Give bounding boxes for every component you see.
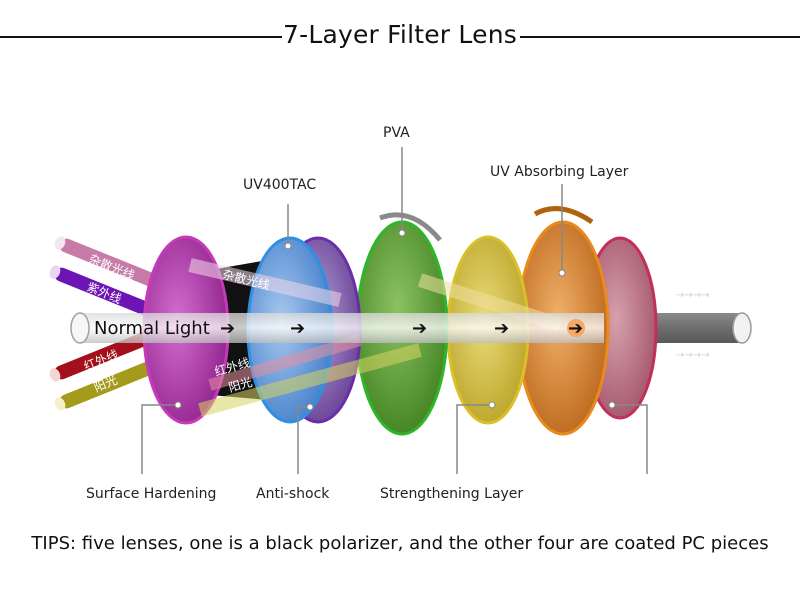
page-title: 7-Layer Filter Lens (283, 20, 517, 49)
label-surface-hardening: Surface Hardening (86, 486, 217, 502)
callout-dots (174, 229, 616, 411)
stray-light-label: 杂散光线 (87, 251, 137, 283)
normal-light-label: Normal Light (94, 318, 210, 339)
title-rule-right (520, 36, 800, 38)
tips-text: TIPS: five lenses, one is a black polari… (31, 533, 769, 554)
normal-light-beam: Normal Light ➔ ➔ ➔ ➔ ➔ (70, 312, 604, 344)
svg-text:→→→→: →→→→ (676, 290, 710, 301)
arrow-icon: ➔ (290, 318, 305, 339)
callout-lines (141, 147, 648, 474)
label-uv-absorbing: UV Absorbing Layer (490, 164, 629, 180)
label-uv400tac: UV400TAC (243, 177, 317, 193)
title-bar: 7-Layer Filter Lens (0, 14, 800, 58)
arrow-icon: ➔ (568, 318, 583, 339)
svg-text:→→→→: →→→→ (676, 350, 710, 361)
arrow-icon: ➔ (220, 318, 235, 339)
ultraviolet-label: 紫外线 (85, 280, 124, 306)
sunlight-label-2: 阳光 (227, 375, 254, 395)
label-anti-shock: Anti-shock (256, 486, 330, 502)
title-rule-left (0, 36, 282, 38)
label-strengthening: Strengthening Layer (380, 486, 524, 502)
label-pva: PVA (383, 125, 410, 141)
arrow-icon: ➔ (494, 318, 509, 339)
arrow-icon: ➔ (412, 318, 427, 339)
